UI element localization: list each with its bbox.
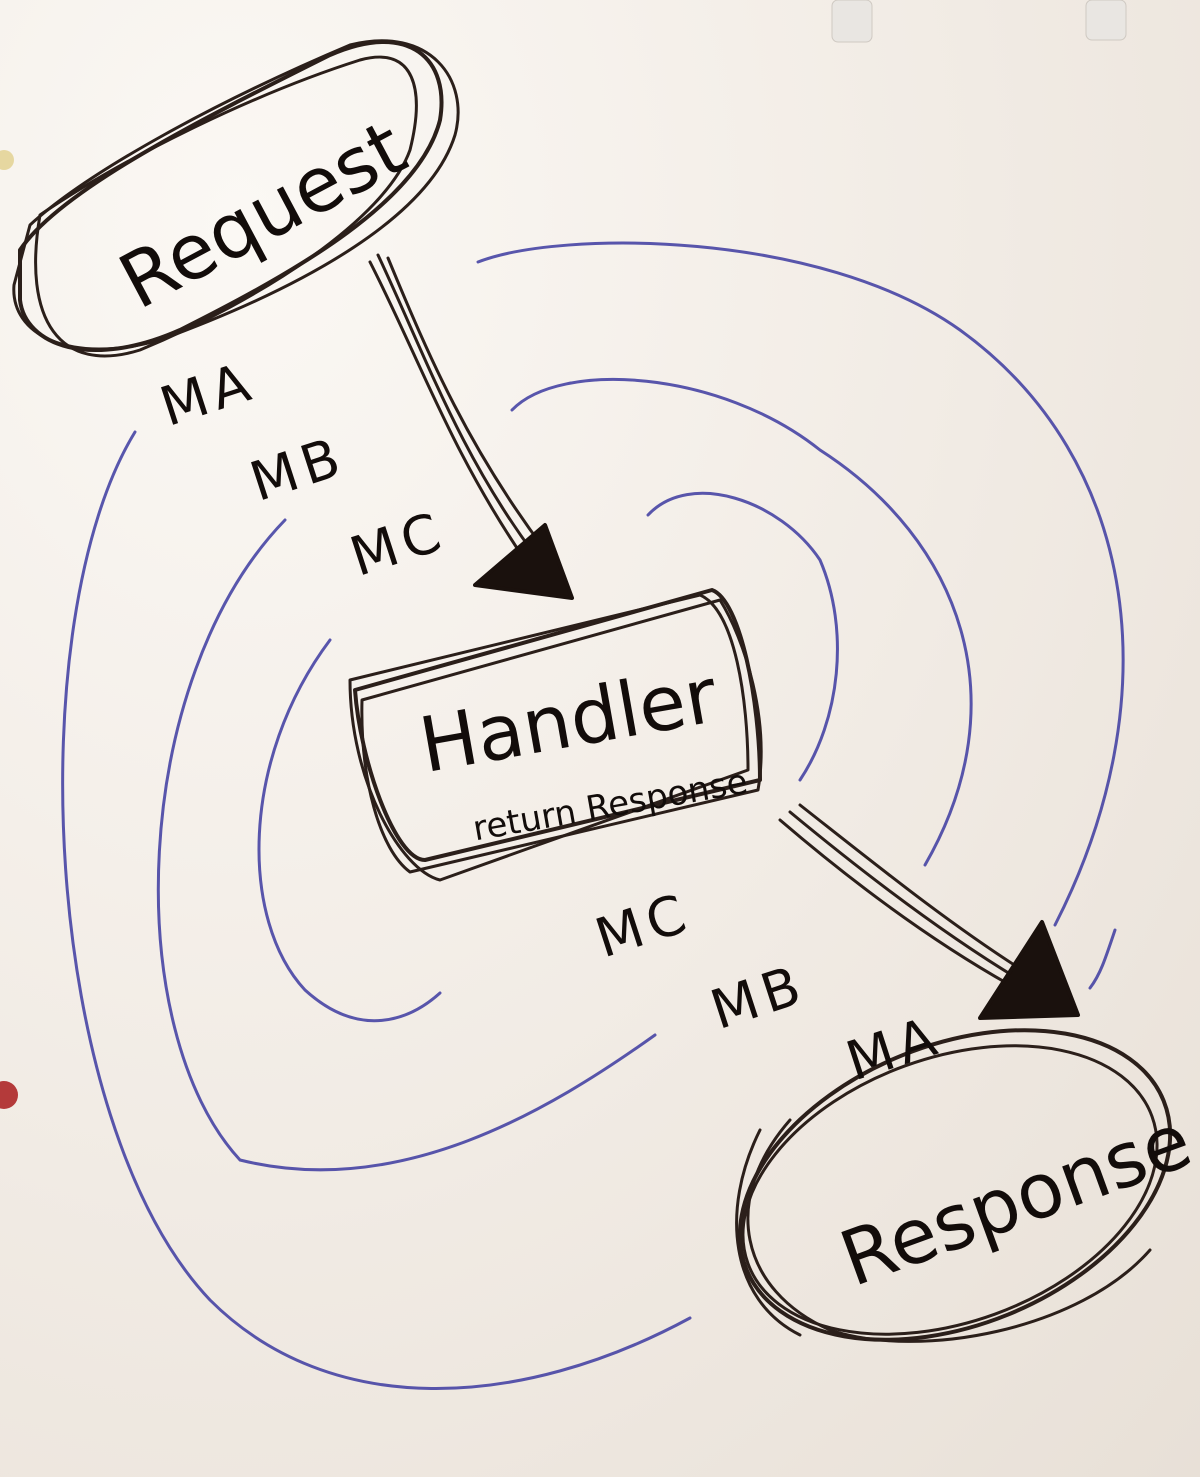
inbound-mc-label: MC bbox=[343, 499, 454, 589]
inbound-middleware-labels: MA MB MC bbox=[153, 349, 454, 588]
magnet-pins bbox=[0, 0, 1127, 1109]
response-node: Response bbox=[735, 1028, 1200, 1343]
arc-ma-return bbox=[476, 241, 1125, 927]
inbound-mb-label: MB bbox=[243, 424, 353, 513]
response-label: Response bbox=[829, 1095, 1200, 1303]
arc-mc-return bbox=[646, 491, 839, 782]
arrowhead-handler bbox=[473, 523, 574, 600]
outbound-mc-label: MC bbox=[588, 881, 699, 971]
middleware-arcs bbox=[61, 241, 1125, 1390]
outbound-ma-label: MA bbox=[839, 1004, 949, 1093]
arc-ma-tail bbox=[1088, 928, 1117, 990]
inbound-ma-label: MA bbox=[153, 349, 263, 438]
arc-mc-outer bbox=[257, 638, 442, 1023]
arc-mb-return bbox=[510, 377, 973, 867]
handler-node: Handler return Response bbox=[348, 588, 763, 882]
arc-ma-outer bbox=[61, 430, 692, 1390]
outbound-mb-label: MB bbox=[703, 952, 813, 1041]
handler-to-response-arrow bbox=[778, 803, 1080, 1020]
arrowhead-response bbox=[978, 920, 1080, 1020]
arc-mb-outer bbox=[156, 518, 657, 1172]
request-to-handler-arrow bbox=[368, 253, 574, 600]
